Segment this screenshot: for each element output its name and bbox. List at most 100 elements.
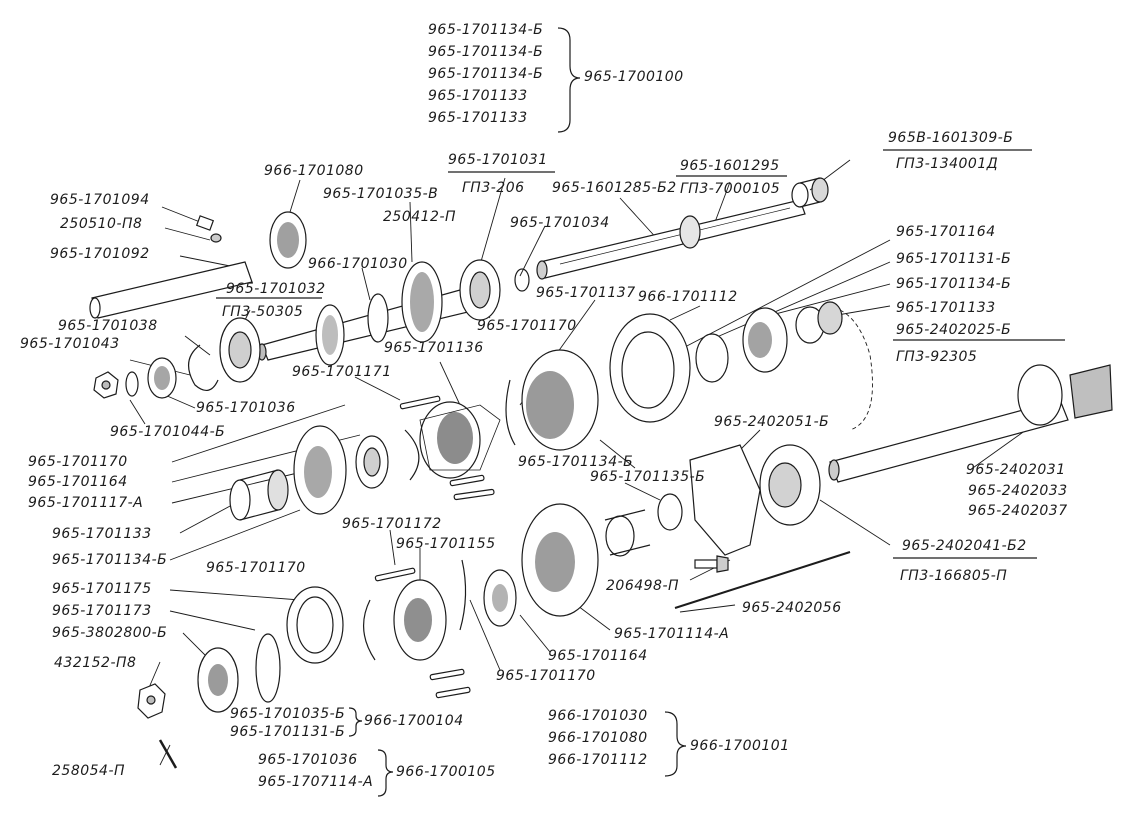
part-label: 965-1701134-Б bbox=[428, 66, 544, 82]
ring-gear-1701112 bbox=[609, 313, 691, 423]
snap-ring-1701170 bbox=[505, 379, 516, 446]
needle-lower-2 bbox=[449, 474, 485, 487]
gear-1701131 bbox=[742, 307, 788, 373]
pinion-shaft bbox=[828, 364, 1113, 483]
assembly-label: 966-1700101 bbox=[690, 738, 790, 754]
bearing-134001d bbox=[791, 177, 829, 208]
part-label: 965-1701133 bbox=[52, 526, 152, 542]
part-label: 966-1701030 bbox=[308, 256, 408, 272]
hub-3802800 bbox=[197, 647, 239, 713]
bolt-206498 bbox=[694, 555, 729, 573]
ring-1701164 bbox=[695, 333, 729, 383]
washer-1701044 bbox=[125, 371, 139, 397]
part-label: 965-1701034 bbox=[510, 215, 610, 231]
part-label: 965-1701031 bbox=[448, 152, 548, 168]
part-label: 966-1701030 bbox=[548, 708, 648, 724]
primary-shaft bbox=[257, 259, 501, 366]
part-label: 966-1701112 bbox=[548, 752, 648, 768]
part-label: 965-2402037 bbox=[968, 503, 1068, 519]
part-label: 965-2402033 bbox=[968, 483, 1068, 499]
group-bracket-bottom-right bbox=[664, 711, 687, 777]
gear-1701036-small bbox=[147, 357, 177, 399]
part-label: 965-1701155 bbox=[396, 536, 496, 552]
bearing-2402041 bbox=[759, 444, 821, 526]
part-label: 965-1701170 bbox=[496, 668, 596, 684]
cotter-pin-258054 bbox=[158, 739, 178, 769]
part-label: 965-1701092 bbox=[50, 246, 150, 262]
part-label: 965-1701175 bbox=[52, 581, 152, 597]
part-label: 965-1701170 bbox=[28, 454, 128, 470]
synchro-1701137 bbox=[521, 349, 599, 451]
snap-ring bbox=[514, 268, 530, 292]
part-label: 965-1701131-Б bbox=[896, 251, 1012, 267]
nut-432152 bbox=[137, 683, 166, 719]
gear-1701172 bbox=[393, 579, 447, 661]
part-label: 250510-П8 bbox=[60, 216, 143, 232]
snap-ring-1701038 bbox=[188, 344, 219, 391]
needle-1701171 bbox=[399, 395, 441, 410]
part-label: 965-1701133 bbox=[428, 110, 528, 126]
part-label: 965-1701114-А bbox=[614, 626, 730, 642]
bolt-1701094 bbox=[195, 215, 222, 243]
part-label: 965-1701035-В bbox=[323, 186, 439, 202]
part-label: 965-2402031 bbox=[966, 462, 1066, 478]
part-label: 965-1701036 bbox=[258, 752, 358, 768]
bushing-1701135 bbox=[604, 493, 683, 557]
part-label: 258054-П bbox=[52, 763, 126, 779]
needle-lower bbox=[453, 488, 495, 501]
assembly-label: 966-1700104 bbox=[364, 713, 464, 729]
pin-1701092 bbox=[89, 261, 253, 319]
part-label: ГП3-7000105 bbox=[680, 181, 781, 197]
housing-plate-2402051 bbox=[689, 444, 761, 556]
part-label: 965-2402025-Б bbox=[896, 322, 1012, 338]
part-label: 965-2402051-Б bbox=[714, 414, 830, 430]
part-label: ГП3-206 bbox=[462, 180, 525, 196]
assembly-label: 966-1700105 bbox=[396, 764, 496, 780]
part-label: 965-1701171 bbox=[292, 364, 392, 380]
part-label: 206498-П bbox=[606, 578, 680, 594]
part-label: 965-1701164 bbox=[28, 474, 128, 490]
plate-1701173 bbox=[255, 633, 281, 703]
needle-1701172 bbox=[374, 567, 416, 582]
gear-1701114 bbox=[521, 503, 599, 617]
part-label: ГП3-92305 bbox=[896, 349, 978, 365]
part-label: 965-1701172 bbox=[342, 516, 442, 532]
ring-1701175 bbox=[286, 586, 344, 664]
part-label: 965-1701134-Б bbox=[518, 454, 634, 470]
group-bracket-top bbox=[557, 27, 581, 133]
part-label: 965-3802800-Б bbox=[52, 625, 168, 641]
part-label: 965-1701038 bbox=[58, 318, 158, 334]
rod-2402056 bbox=[674, 551, 851, 609]
part-label: 250412-П bbox=[383, 209, 457, 225]
gear-1701080 bbox=[269, 211, 307, 269]
part-label: 965-1701131-Б bbox=[230, 724, 346, 740]
bearing-1701164-left bbox=[355, 435, 389, 489]
part-label: 432152-П8 bbox=[54, 655, 137, 671]
gear-1701136 bbox=[419, 401, 501, 479]
part-label: 965-1701134-Б bbox=[52, 552, 168, 568]
part-label: ГП3-50305 bbox=[222, 304, 304, 320]
bearing-50305 bbox=[219, 317, 261, 383]
part-label: 965-1701137 bbox=[536, 285, 636, 301]
part-label: 965-1701094 bbox=[50, 192, 150, 208]
snap-ring-left bbox=[404, 429, 420, 481]
gear-1701117 bbox=[293, 425, 347, 515]
part-label: 966-1701080 bbox=[264, 163, 364, 179]
part-label: 965-1707114-А bbox=[258, 774, 374, 790]
part-label: 965-1701044-Б bbox=[110, 424, 226, 440]
part-label: 965-2402041-Б2 bbox=[902, 538, 1027, 554]
bushing-1701133-left bbox=[229, 469, 289, 521]
assembly-label: 965-1700100 bbox=[584, 69, 684, 85]
part-label: 965-1601295 bbox=[680, 158, 780, 174]
part-label: 965-1701035-Б bbox=[230, 706, 346, 722]
part-label: 965-1701136 bbox=[384, 340, 484, 356]
assembly-dashed-leader bbox=[839, 309, 873, 431]
nut-1701043 bbox=[93, 371, 119, 399]
part-label: 965-2402056 bbox=[742, 600, 842, 616]
part-label: 965-1701170 bbox=[206, 560, 306, 576]
upper-shaft bbox=[536, 199, 806, 280]
part-label: 965-1701173 bbox=[52, 603, 152, 619]
part-label: 965-1701134-Б bbox=[896, 276, 1012, 292]
needle-lower-4 bbox=[435, 686, 471, 699]
